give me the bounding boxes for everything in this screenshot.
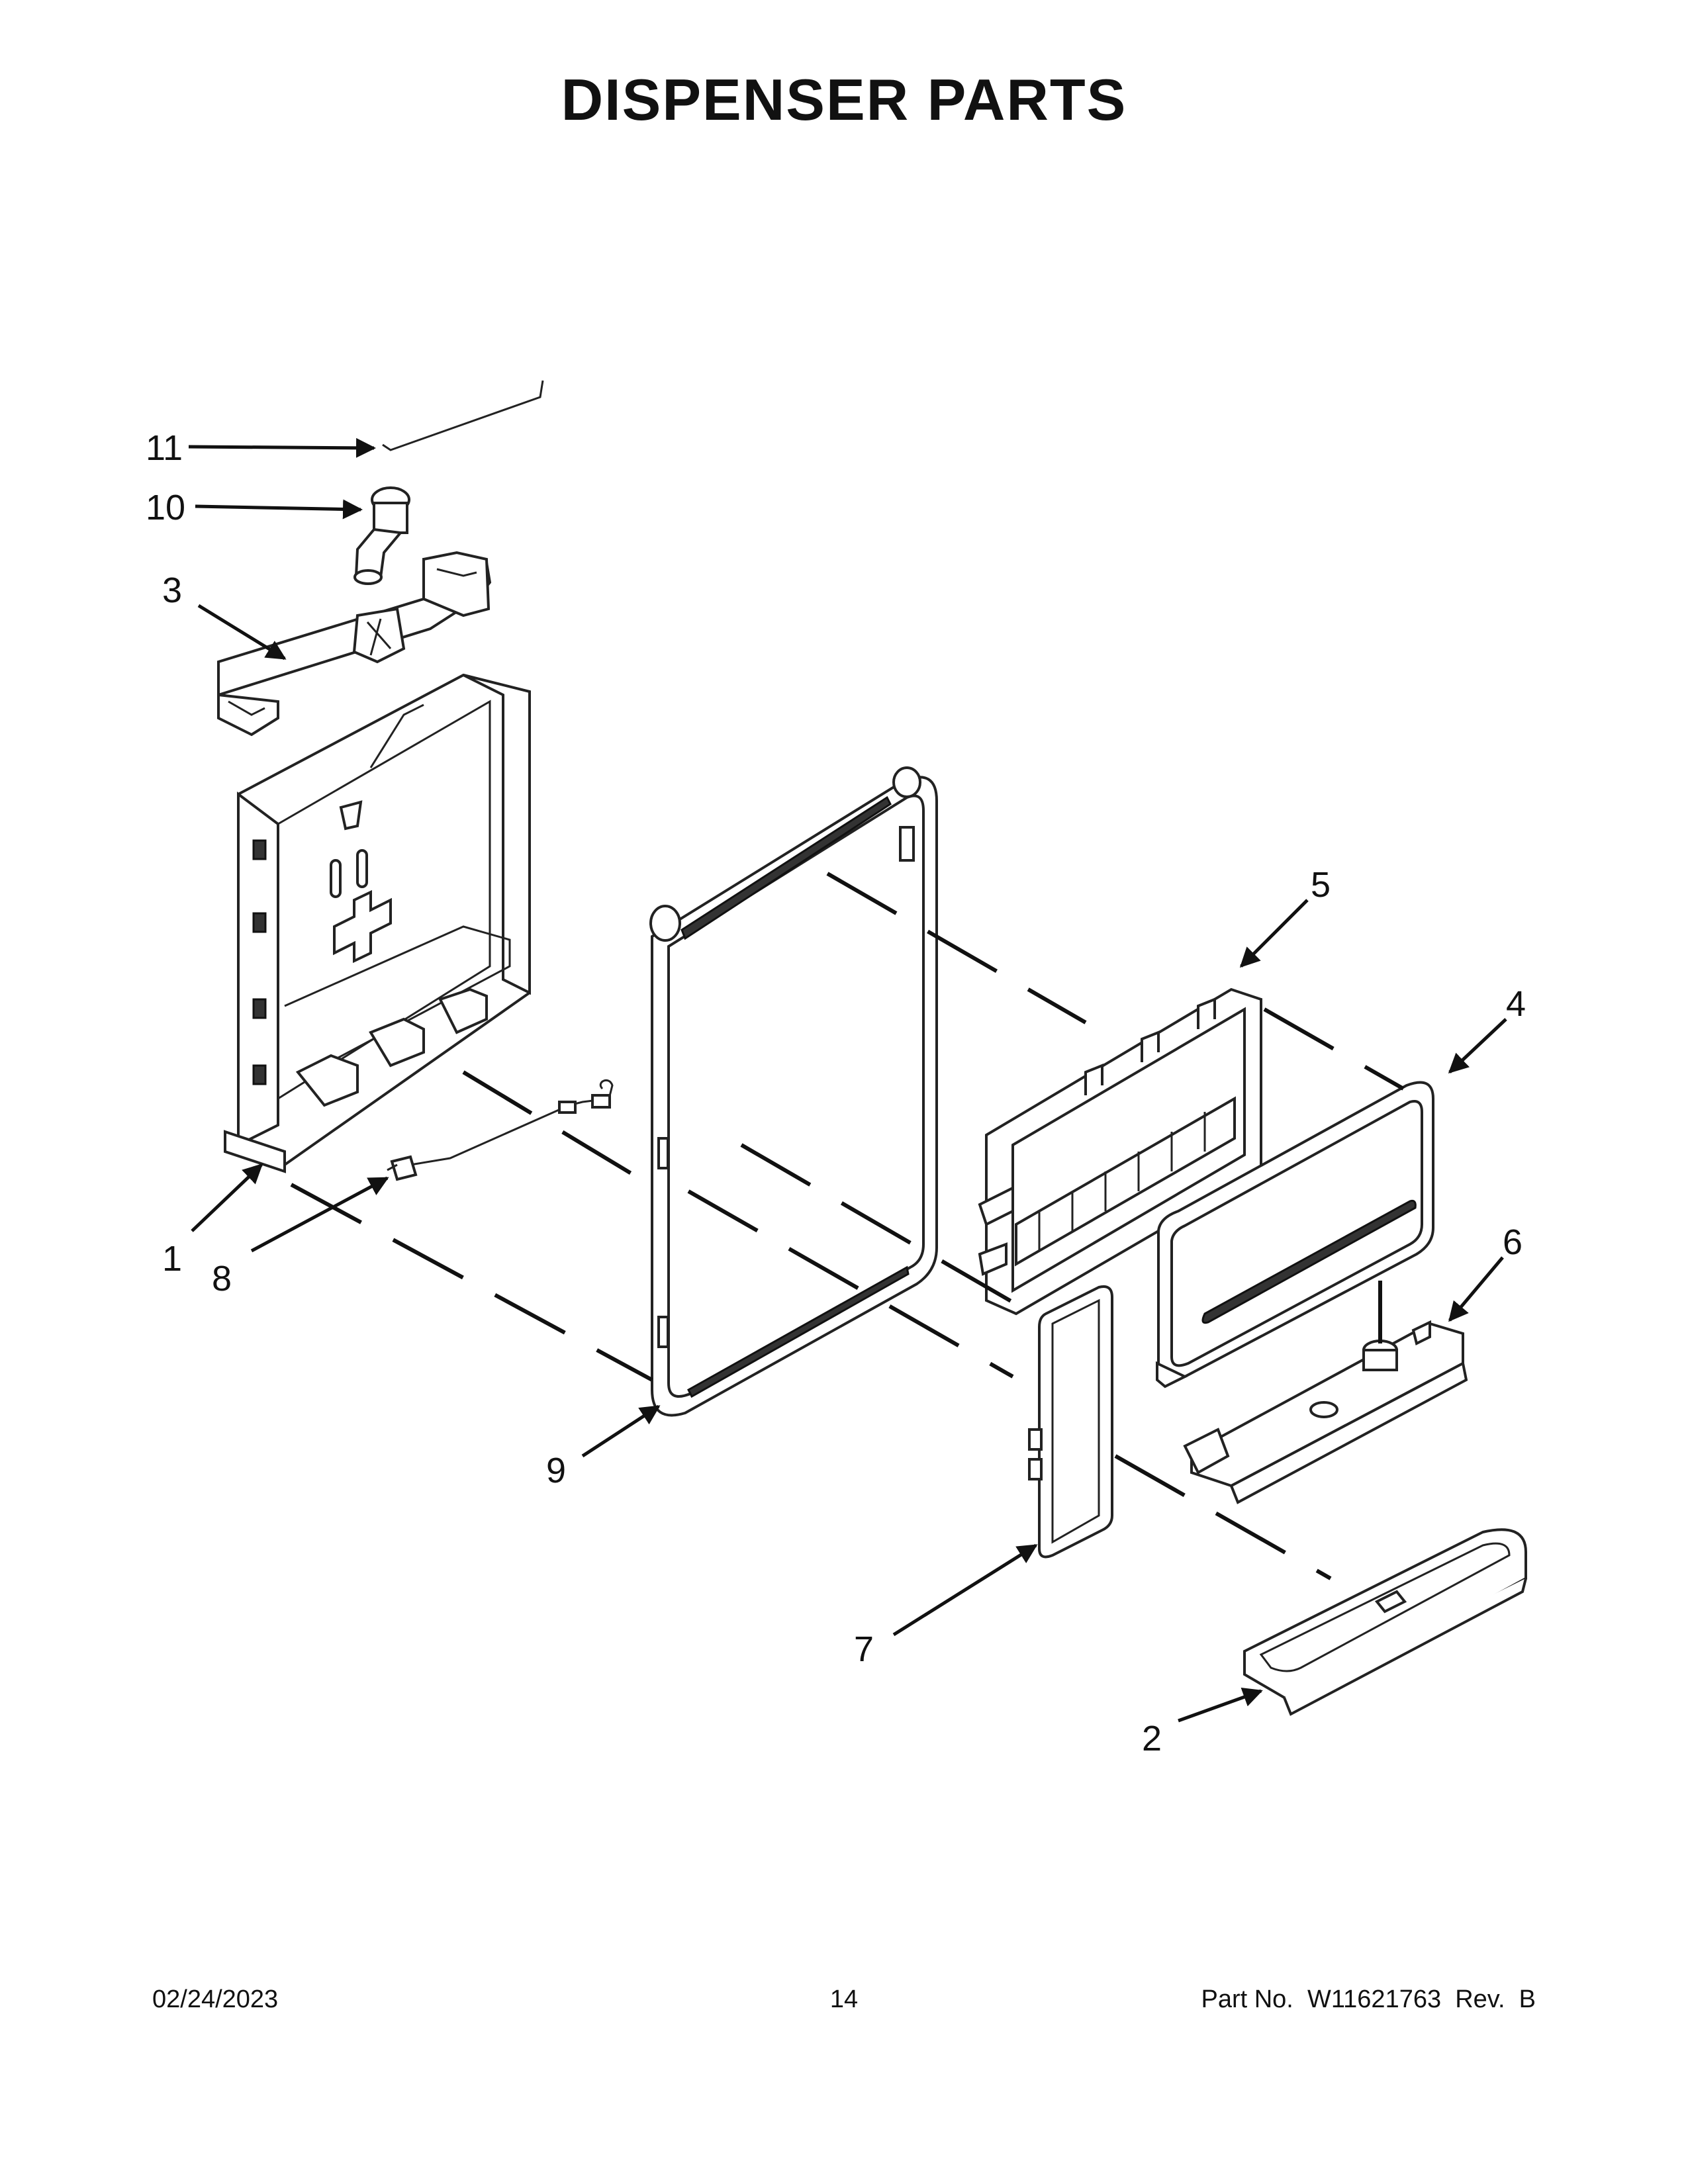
page-title: DISPENSER PARTS xyxy=(561,67,1127,132)
part-8-wire-harness xyxy=(387,1079,614,1181)
part-11-wire-rod xyxy=(382,380,544,451)
part-6-lower-bracket xyxy=(1183,1320,1468,1504)
callout-labels: 11 10 3 1 8 9 7 2 5 4 6 xyxy=(146,428,1526,1758)
part-3-top-bracket xyxy=(217,551,492,737)
footer-date: 02/24/2023 xyxy=(152,1985,279,2013)
callout-4: 4 xyxy=(1506,984,1526,1024)
callout-7: 7 xyxy=(854,1629,874,1669)
part-10-fitting xyxy=(353,486,410,585)
callout-2: 2 xyxy=(1142,1719,1162,1758)
callout-10: 10 xyxy=(146,488,185,527)
callout-9: 9 xyxy=(546,1451,566,1490)
callout-11: 11 xyxy=(146,428,183,468)
part-1-dispenser-housing xyxy=(224,673,531,1173)
footer-page-number: 14 xyxy=(829,1985,859,2013)
part-4-front-cover xyxy=(1156,1081,1434,1388)
leader-arrows xyxy=(188,437,1507,1723)
callout-8: 8 xyxy=(212,1259,232,1298)
callout-3: 3 xyxy=(162,570,182,610)
part-7-light-lens xyxy=(1028,1285,1113,1559)
footer-part-number: Part No. W11621763 Rev. B xyxy=(1201,1985,1536,2013)
part-2-drip-tray xyxy=(1243,1528,1527,1716)
part-9-door-frame xyxy=(649,766,938,1417)
callout-5: 5 xyxy=(1311,865,1331,905)
callout-1: 1 xyxy=(162,1239,182,1279)
part-5-control-board xyxy=(978,987,1262,1316)
callout-6: 6 xyxy=(1503,1222,1523,1262)
alignment-lines xyxy=(290,872,1405,1580)
